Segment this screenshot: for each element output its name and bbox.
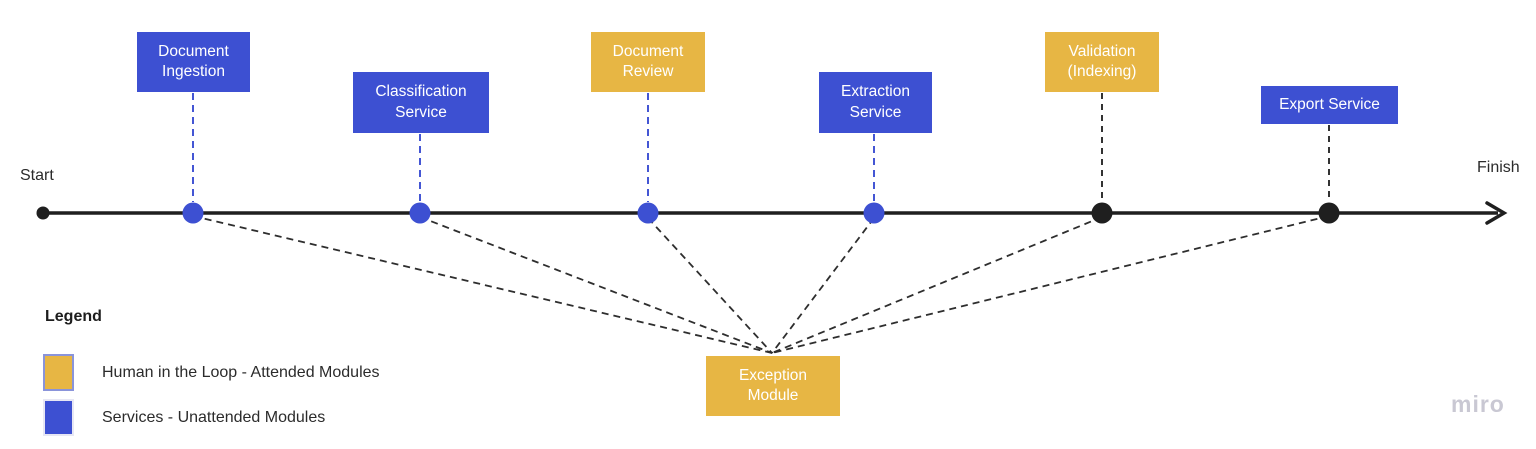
timeline-dot-classification-service[interactable]: [409, 202, 431, 224]
timeline-dot-document-ingestion[interactable]: [182, 202, 204, 224]
legend-title: Legend: [45, 308, 102, 325]
miro-watermark-logo: miro: [1451, 391, 1505, 417]
node-connector-lines-dark: [1101, 93, 1330, 202]
finish-label: Finish: [1477, 159, 1520, 176]
legend-label-human: Human in the Loop - Attended Modules: [102, 363, 380, 381]
arrowhead-icon: [1485, 201, 1508, 225]
timeline-arrow: [43, 201, 1508, 225]
node-classification-service[interactable]: Classification Service: [353, 72, 489, 133]
node-exception-module[interactable]: Exception Module: [706, 356, 840, 416]
timeline-start-dot[interactable]: [36, 206, 50, 220]
node-validation-indexing[interactable]: Validation (Indexing): [1045, 32, 1159, 92]
legend-swatch-service-blue[interactable]: [43, 399, 74, 436]
legend-label-services: Services - Unattended Modules: [102, 408, 326, 426]
timeline-dot-document-review[interactable]: [637, 202, 659, 224]
legend-item-services: Services - Unattended Modules: [43, 399, 325, 436]
exception-connector-lines: [192, 215, 1330, 354]
node-export-service[interactable]: Export Service: [1261, 86, 1398, 124]
legend-item-human: Human in the Loop - Attended Modules: [43, 354, 380, 391]
node-document-ingestion[interactable]: Document Ingestion: [137, 32, 250, 92]
node-extraction-service[interactable]: Extraction Service: [819, 72, 932, 133]
timeline-dot-export-service[interactable]: [1318, 202, 1340, 224]
node-document-review[interactable]: Document Review: [591, 32, 705, 92]
start-label: Start: [20, 167, 54, 184]
legend-swatch-human-yellow[interactable]: [43, 354, 74, 391]
timeline-dot-extraction-service[interactable]: [863, 202, 885, 224]
node-connector-lines-blue: [192, 93, 875, 202]
timeline-dot-validation-indexing[interactable]: [1091, 202, 1113, 224]
